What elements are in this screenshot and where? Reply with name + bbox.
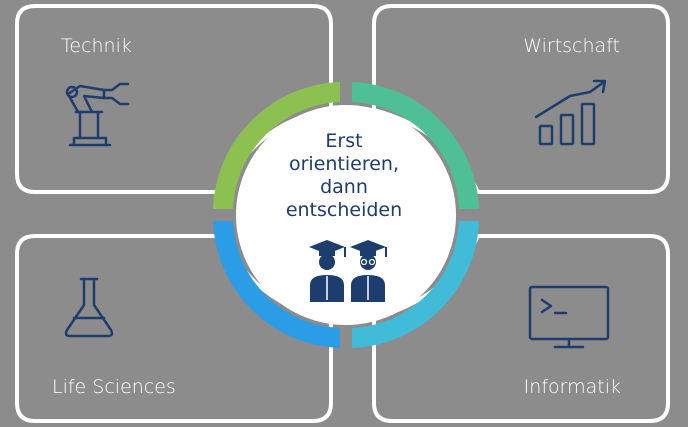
label-wirtschaft: Wirtschaft [523,35,620,57]
growth-chart-icon [534,79,607,146]
ring-segment-technik [213,82,340,209]
ring-segment-life-sciences [213,221,340,348]
center-disc [236,105,456,325]
center-heading: Erst orientieren, dann entscheiden [265,130,423,222]
ring-segment-informatik [352,221,479,348]
center-line-4: entscheiden [285,199,403,221]
center-line-1: Erst [325,130,363,152]
center-line-3: dann [320,176,368,198]
center-line-2: orientieren, [288,153,400,175]
ring-segment-wirtschaft [352,82,479,209]
box-life-sciences [15,234,333,423]
flask-icon [64,277,114,338]
robot-arm-icon [65,82,130,147]
label-life-sciences: Life Sciences [52,376,176,398]
label-informatik: Informatik [523,376,621,398]
terminal-icon [528,285,610,349]
label-technik: Technik [61,35,132,57]
graduates-icon [309,240,387,302]
